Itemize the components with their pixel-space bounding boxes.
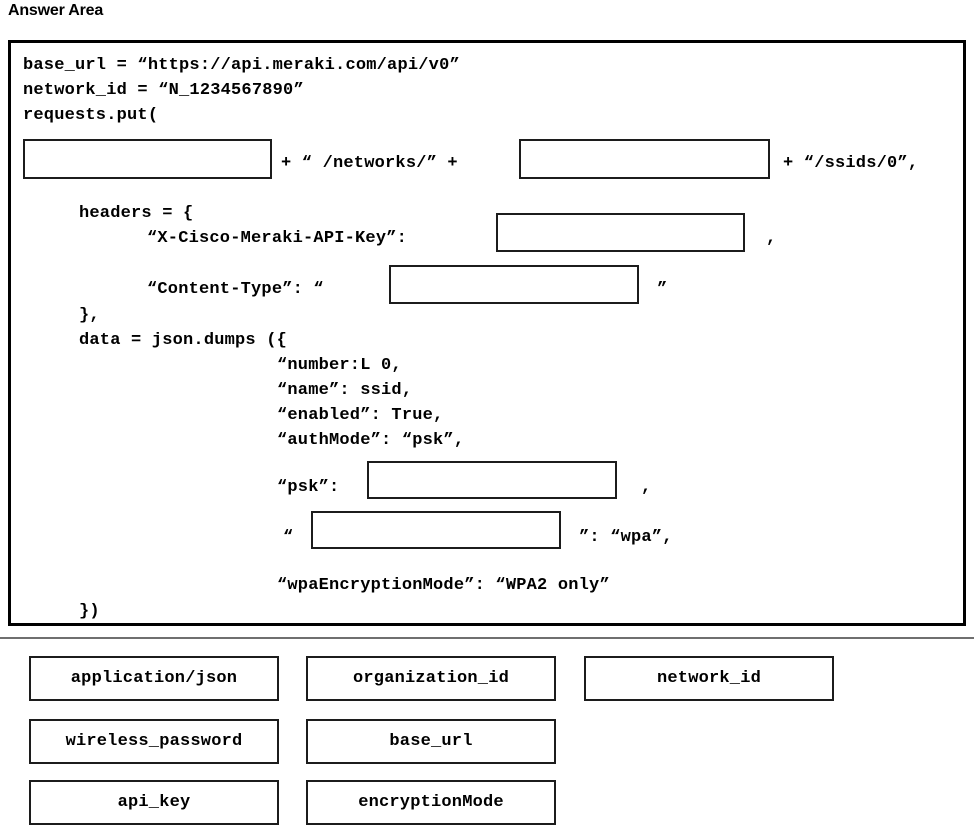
code-line: “name”: ssid, [277, 381, 413, 400]
section-divider [0, 637, 974, 639]
code-line: ”: “wpa”, [579, 528, 673, 547]
code-line: , [766, 229, 777, 248]
answer-slot-content-type[interactable] [389, 265, 639, 304]
code-line: base_url = “https://api.meraki.com/api/v… [23, 56, 460, 75]
code-line: “authMode”: “psk”, [277, 431, 465, 450]
code-line: }, [79, 306, 100, 325]
code-line: “Content-Type”: “ [147, 280, 324, 299]
answer-slot-psk[interactable] [367, 461, 617, 499]
option-tile-encryption-mode[interactable]: encryptionMode [306, 780, 556, 825]
option-tile-base-url[interactable]: base_url [306, 719, 556, 764]
code-line: “wpaEncryptionMode”: “WPA2 only” [277, 576, 610, 595]
code-line: “X-Cisco-Meraki-API-Key”: [147, 229, 408, 248]
option-tile-organization-id[interactable]: organization_id [306, 656, 556, 701]
code-line: headers = { [79, 204, 194, 223]
page-title: Answer Area [8, 2, 104, 19]
answer-slot-api-key[interactable] [496, 213, 745, 252]
answer-slot-encryption-mode[interactable] [311, 511, 561, 549]
option-tile-api-key[interactable]: api_key [29, 780, 279, 825]
answer-slot-base-url[interactable] [23, 139, 272, 179]
code-snippet: base_url = “https://api.meraki.com/api/v… [11, 43, 963, 623]
code-line: “enabled”: True, [277, 406, 444, 425]
option-tile-application-json[interactable]: application/json [29, 656, 279, 701]
option-tile-wireless-password[interactable]: wireless_password [29, 719, 279, 764]
code-line: “number:L 0, [277, 356, 402, 375]
code-line: data = json.dumps ({ [79, 331, 288, 350]
code-line: requests.put( [23, 106, 159, 125]
code-line: “psk”: [277, 478, 340, 497]
option-tile-network-id[interactable]: network_id [584, 656, 834, 701]
code-line: , [641, 478, 652, 497]
answer-slot-network-id[interactable] [519, 139, 770, 179]
code-line: + “ /networks/” + [281, 154, 458, 173]
code-line: + “/ssids/0”, [783, 154, 919, 173]
answer-area-panel: base_url = “https://api.meraki.com/api/v… [8, 40, 966, 626]
code-line: “ [283, 528, 294, 547]
code-line: ” [657, 280, 668, 299]
code-line: }) [79, 602, 100, 621]
code-line: network_id = “N_1234567890” [23, 81, 304, 100]
